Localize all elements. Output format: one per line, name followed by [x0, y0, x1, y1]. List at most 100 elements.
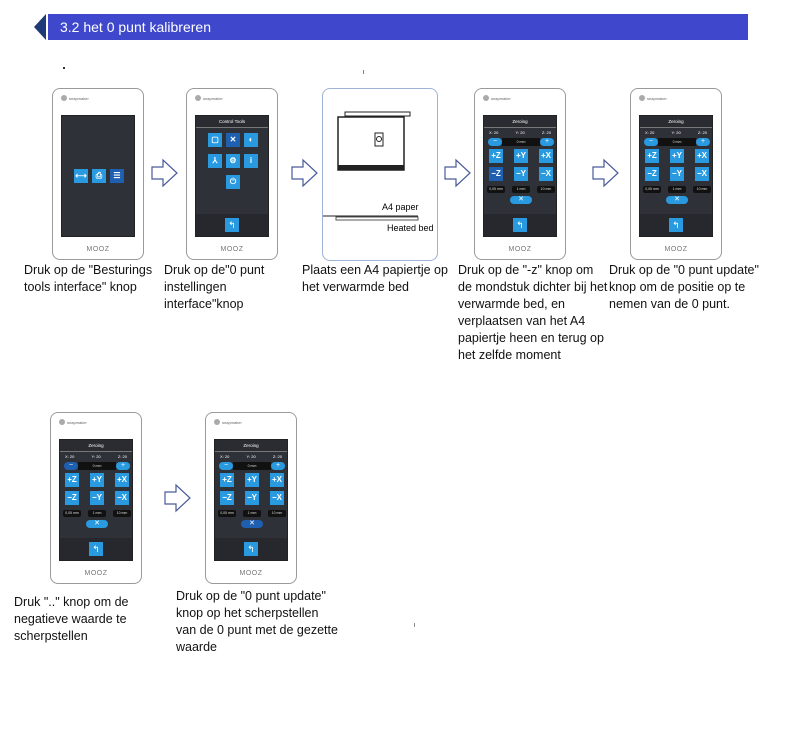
minus-y-button[interactable]: −Y — [245, 491, 259, 505]
step-size-button[interactable]: 1 mm — [668, 186, 686, 193]
offset-field[interactable]: 0 mm — [233, 462, 271, 470]
screen-footer: ↰ — [484, 214, 556, 236]
plus-x-button[interactable]: +X — [539, 149, 553, 163]
step-size-button[interactable]: 1 mm — [88, 510, 106, 517]
step-size-button[interactable]: 0,05 mm — [487, 186, 505, 193]
minus-y-button[interactable]: −Y — [670, 167, 684, 181]
filament-button[interactable]: ◐ — [244, 133, 258, 147]
decrease-button[interactable]: − — [64, 462, 78, 470]
device-brand: MOOZ — [220, 246, 244, 253]
zero-update-button[interactable]: ✕ — [241, 520, 263, 528]
brand-logo: snapmaker — [195, 95, 223, 101]
minus-z-button[interactable]: −Z — [220, 491, 234, 505]
settings-button[interactable]: ⚙ — [226, 154, 240, 168]
x-position: X: 20 — [65, 454, 75, 459]
minus-y-button[interactable]: −Y — [90, 491, 104, 505]
power-button[interactable]: ⏻ — [226, 175, 240, 189]
next-step-arrow-icon — [290, 158, 320, 188]
device-brand: MOOZ — [84, 570, 108, 577]
minus-y-button[interactable]: −Y — [514, 167, 528, 181]
next-step-arrow-icon — [591, 158, 621, 188]
move-button[interactable]: ⟷ — [74, 169, 88, 183]
decrease-button[interactable]: − — [644, 138, 658, 146]
axis-button[interactable]: ⅄ — [208, 154, 222, 168]
offset-field[interactable]: 0 mm — [658, 138, 696, 146]
logo-text: snapmaker — [647, 95, 667, 101]
step-size-button[interactable]: 0,05 mm — [63, 510, 81, 517]
back-button[interactable]: ↰ — [669, 218, 683, 232]
plus-z-button[interactable]: +Z — [489, 149, 503, 163]
minus-z-button[interactable]: −Z — [489, 167, 503, 181]
control-tools-button[interactable]: ☰ — [110, 169, 124, 183]
minus-x-button[interactable]: −X — [695, 167, 709, 181]
zero-update-button[interactable]: ✕ — [510, 196, 532, 204]
printer-drawing — [323, 111, 419, 221]
back-button[interactable]: ↰ — [513, 218, 527, 232]
step-size-button[interactable]: 10 mm — [268, 510, 286, 517]
increase-button[interactable]: + — [271, 462, 285, 470]
minus-x-button[interactable]: −X — [539, 167, 553, 181]
logo-text: snapmaker — [69, 95, 89, 101]
print-button[interactable]: ⎙ — [92, 169, 106, 183]
minus-x-button[interactable]: −X — [270, 491, 284, 505]
plus-y-button[interactable]: +Y — [670, 149, 684, 163]
plus-z-button[interactable]: +Z — [220, 473, 234, 487]
decrease-button[interactable]: − — [219, 462, 233, 470]
step-caption: Druk op de "0 punt update" knop om de po… — [609, 263, 759, 311]
screen-title: Zeroing — [640, 116, 712, 128]
back-button[interactable]: ↰ — [244, 542, 258, 556]
y-position: Y: 20 — [671, 130, 681, 135]
zero-update-button[interactable]: ✕ — [86, 520, 108, 528]
logo-icon — [59, 419, 65, 425]
zeroing-button[interactable]: ✕ — [226, 133, 240, 147]
increase-button[interactable]: + — [116, 462, 130, 470]
logo-icon — [214, 419, 220, 425]
zero-update-button[interactable]: ✕ — [666, 196, 688, 204]
info-button[interactable]: i — [244, 154, 258, 168]
logo-icon — [61, 95, 67, 101]
minus-z-button[interactable]: −Z — [65, 491, 79, 505]
plus-y-button[interactable]: +Y — [90, 473, 104, 487]
step-size-button[interactable]: 10 mm — [537, 186, 555, 193]
step-size-button[interactable]: 10 mm — [693, 186, 711, 193]
heated-bed-label: Heated bed — [387, 223, 434, 233]
step-size-button[interactable]: 1 mm — [243, 510, 261, 517]
back-button[interactable]: ↰ — [89, 542, 103, 556]
plus-y-button[interactable]: +Y — [514, 149, 528, 163]
increase-button[interactable]: + — [540, 138, 554, 146]
step-size-button[interactable]: 1 mm — [512, 186, 530, 193]
plus-x-button[interactable]: +X — [695, 149, 709, 163]
stray-mark — [414, 623, 415, 627]
plus-z-button[interactable]: +Z — [65, 473, 79, 487]
plus-x-button[interactable]: +X — [115, 473, 129, 487]
offset-field[interactable]: 0 mm — [502, 138, 540, 146]
logo-text: snapmaker — [491, 95, 511, 101]
minus-z-button[interactable]: −Z — [645, 167, 659, 181]
z-position: Z: 20 — [272, 454, 282, 459]
back-button[interactable]: ↰ — [225, 218, 239, 232]
step-caption: Druk op de"0 punt instellingen interface… — [164, 263, 265, 311]
logo-icon — [639, 95, 645, 101]
plus-x-button[interactable]: +X — [270, 473, 284, 487]
plus-y-button[interactable]: +Y — [245, 473, 259, 487]
decrease-button[interactable]: − — [488, 138, 502, 146]
step-size-button[interactable]: 0,05 mm — [218, 510, 236, 517]
step-size-button[interactable]: 10 mm — [113, 510, 131, 517]
y-position: Y: 20 — [246, 454, 256, 459]
door-button[interactable]: ▢ — [208, 133, 222, 147]
increase-button[interactable]: + — [696, 138, 710, 146]
brand-logo: snapmaker — [59, 419, 87, 425]
plus-z-button[interactable]: +Z — [645, 149, 659, 163]
next-step-arrow-icon — [163, 483, 193, 513]
offset-field[interactable]: 0 mm — [78, 462, 116, 470]
step-size-button[interactable]: 0,05 mm — [643, 186, 661, 193]
device-screen: Control Tools▢✕◐⅄⚙i⏻↰ — [195, 115, 269, 237]
logo-text: snapmaker — [203, 95, 223, 101]
minus-x-button[interactable]: −X — [115, 491, 129, 505]
